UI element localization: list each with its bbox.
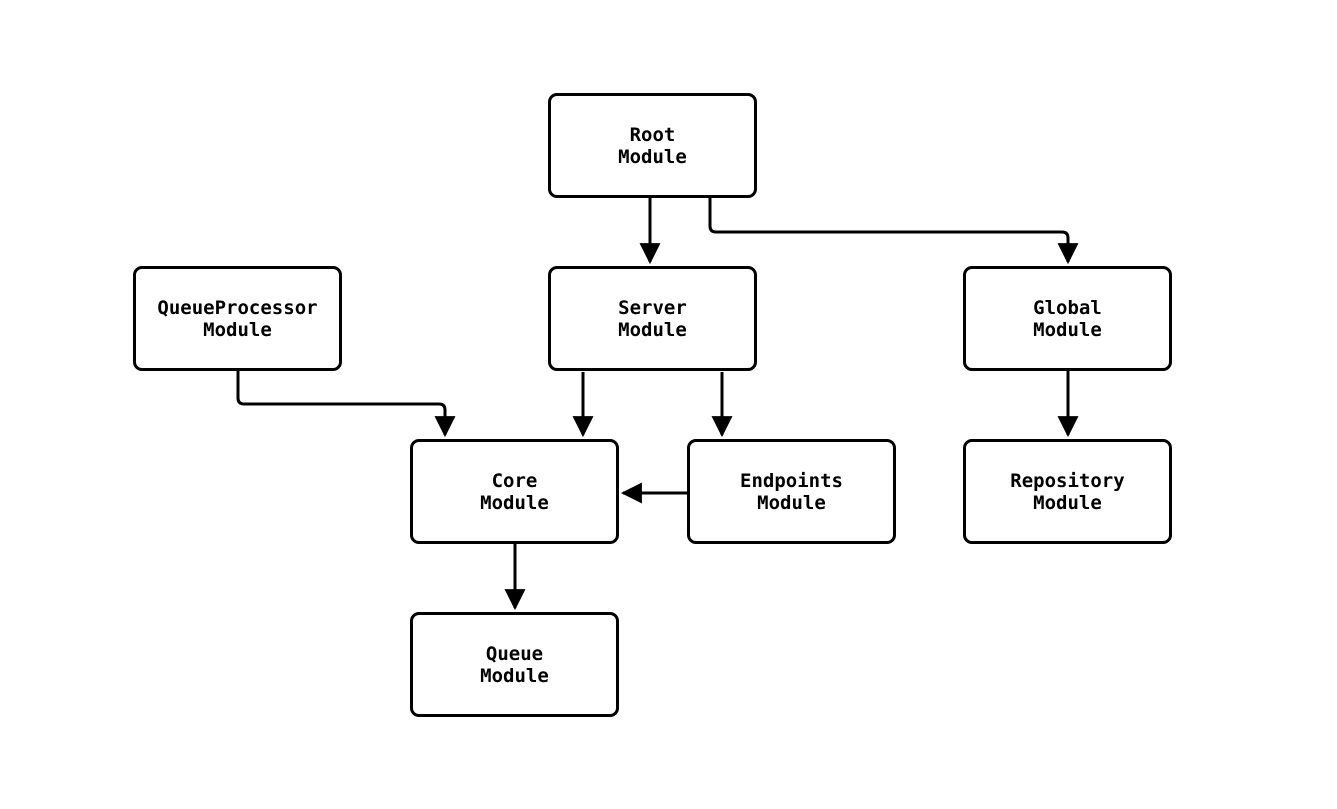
node-server-module: Server Module bbox=[548, 266, 757, 371]
node-endpoints-module: Endpoints Module bbox=[687, 439, 896, 544]
node-queueprocessor-module-label: QueueProcessor Module bbox=[157, 296, 318, 341]
node-root-module-label: Root Module bbox=[618, 123, 687, 168]
node-repository-module-label: Repository Module bbox=[1010, 469, 1125, 514]
node-endpoints-module-label: Endpoints Module bbox=[740, 469, 843, 514]
node-queue-module: Queue Module bbox=[410, 612, 619, 717]
node-core-module-label: Core Module bbox=[480, 469, 549, 514]
node-root-module: Root Module bbox=[548, 93, 757, 198]
node-core-module: Core Module bbox=[410, 439, 619, 544]
node-global-module-label: Global Module bbox=[1033, 296, 1102, 341]
node-server-module-label: Server Module bbox=[618, 296, 687, 341]
node-global-module: Global Module bbox=[963, 266, 1172, 371]
edge-queueprocessor-to-core bbox=[236, 370, 456, 438]
node-repository-module: Repository Module bbox=[963, 439, 1172, 544]
node-queue-module-label: Queue Module bbox=[480, 642, 549, 687]
edge-root-to-global bbox=[708, 198, 1079, 265]
node-queueprocessor-module: QueueProcessor Module bbox=[133, 266, 342, 371]
